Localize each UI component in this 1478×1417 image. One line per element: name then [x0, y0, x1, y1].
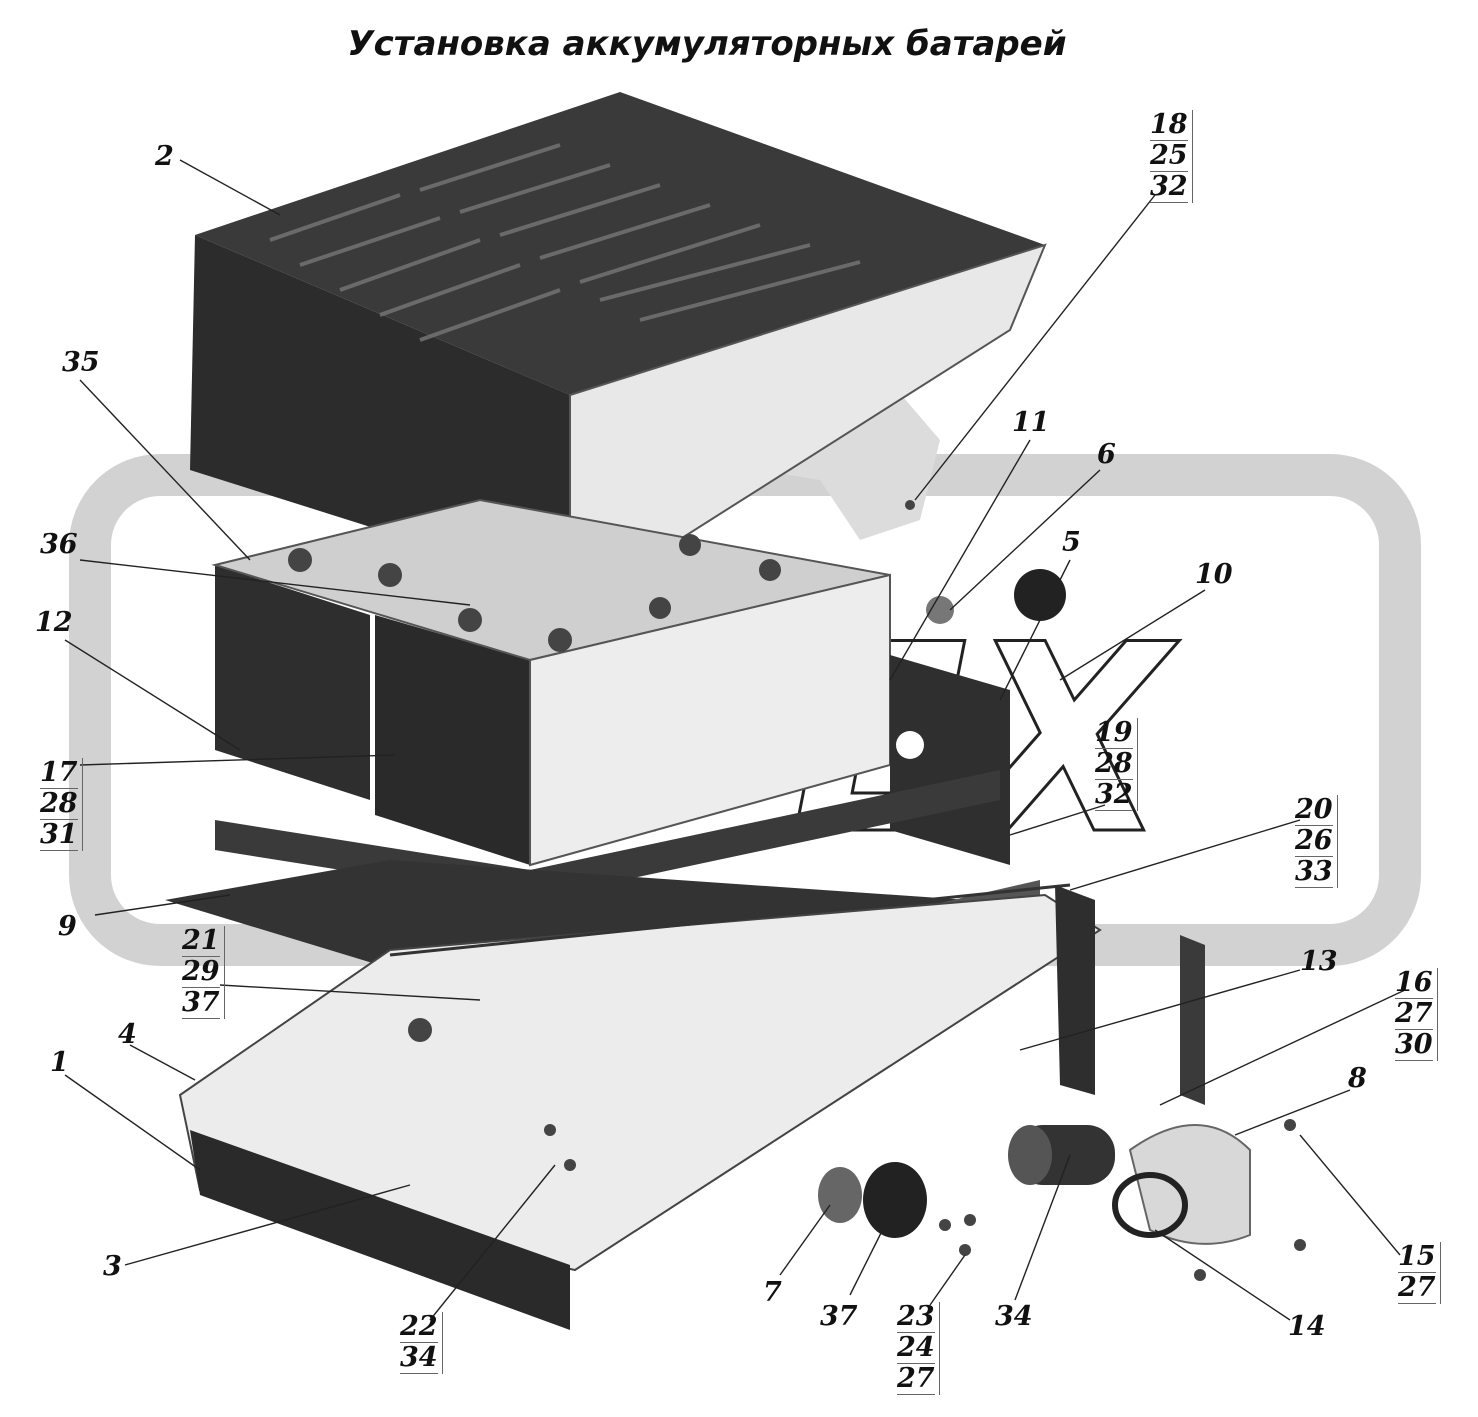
mounting-tray [178, 883, 1102, 1330]
callout-stack-22-34: 22 34 [400, 1312, 443, 1374]
callout-7: 7 [763, 1277, 782, 1308]
callout-34: 34 [995, 1301, 1033, 1332]
knob-parts [818, 1162, 927, 1238]
callout-5: 5 [1062, 527, 1081, 558]
callout-6: 6 [1097, 439, 1116, 470]
leader-lines [64, 159, 1406, 1321]
callout-4: 4 [118, 1019, 137, 1050]
callout-10: 10 [1195, 559, 1233, 590]
callout-2: 2 [155, 141, 174, 172]
fasteners [408, 500, 1306, 1281]
callout-stack-23-24-27: 23 24 27 [897, 1302, 940, 1395]
switch-bracket [1055, 885, 1205, 1105]
callout-1: 1 [50, 1047, 69, 1078]
battery-pack [211, 498, 891, 867]
callout-9: 9 [58, 911, 77, 942]
callout-12: 12 [35, 607, 73, 638]
callout-8: 8 [1348, 1063, 1367, 1094]
callout-11: 11 [1012, 407, 1050, 438]
callout-14: 14 [1288, 1311, 1326, 1342]
callout-stack-21-29-37: 21 29 37 [182, 926, 225, 1019]
callout-stack-18-25-32: 18 25 32 [1150, 110, 1193, 203]
callout-stack-15-27: 15 27 [1398, 1242, 1441, 1304]
page-title: Установка аккумуляторных батарей [347, 24, 1067, 64]
callout-stack-17-28-31: 17 28 31 [40, 758, 83, 851]
callout-35: 35 [62, 347, 100, 378]
battery-switch [1008, 1125, 1115, 1185]
callout-13: 13 [1300, 946, 1338, 977]
callout-36: 36 [40, 529, 78, 560]
callout-stack-19-28-32: 19 28 32 [1095, 718, 1138, 811]
callout-stack-20-26-33: 20 26 33 [1295, 795, 1338, 888]
callout-37: 37 [820, 1301, 858, 1332]
switch-cover [1112, 1124, 1251, 1245]
callout-3: 3 [103, 1251, 122, 1282]
callout-stack-16-27-30: 16 27 30 [1395, 968, 1438, 1061]
